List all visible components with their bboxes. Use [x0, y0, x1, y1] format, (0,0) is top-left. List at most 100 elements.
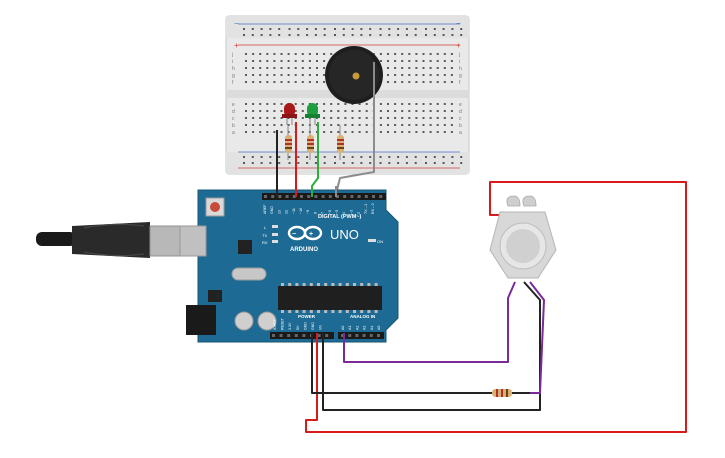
breadboard-hole — [436, 131, 439, 133]
breadboard-hole — [323, 60, 326, 62]
breadboard-hole — [323, 117, 326, 119]
led-red-dome — [284, 103, 295, 117]
breadboard-hole — [450, 53, 453, 55]
breadboard-hole — [252, 81, 255, 83]
crystal — [231, 267, 267, 281]
breadboard-hole — [429, 110, 432, 112]
breadboard-hole — [323, 131, 326, 133]
row-letter: h — [459, 66, 462, 72]
breadboard-hole — [337, 110, 340, 112]
header-pin — [336, 195, 339, 198]
led-green[interactable] — [305, 103, 320, 125]
breadboard-hole — [394, 110, 397, 112]
led-red[interactable] — [282, 103, 297, 125]
gas-sensor[interactable] — [489, 195, 557, 279]
chip-leg — [338, 310, 342, 313]
rail-hole — [243, 162, 245, 164]
digital-pin-label: 2 — [357, 212, 361, 214]
header-pin — [325, 334, 329, 337]
usb-cable[interactable] — [36, 222, 181, 258]
resistor-buzzer[interactable] — [337, 125, 344, 160]
breadboard-hole — [422, 60, 425, 62]
wire-gray-buzzer[interactable] — [335, 62, 375, 195]
breadboard-hole — [422, 81, 425, 83]
breadboard-hole — [379, 117, 382, 119]
breadboard-hole — [330, 110, 333, 112]
breadboard-hole — [408, 110, 411, 112]
breadboard-hole — [401, 67, 404, 69]
wire-red-5v[interactable] — [305, 181, 687, 433]
resistor-sensor[interactable] — [492, 389, 512, 397]
digital-pin-label: ~11 — [292, 208, 296, 214]
breadboard-hole — [273, 81, 276, 83]
breadboard-hole — [408, 117, 411, 119]
breadboard-hole — [443, 60, 446, 62]
header-pin — [321, 195, 325, 198]
breadboard-hole — [266, 60, 269, 62]
resistor-green-led[interactable] — [307, 125, 314, 160]
rail-hole — [243, 28, 245, 30]
breadboard-hole — [266, 67, 269, 69]
rail-hole — [425, 28, 427, 30]
breadboard-hole — [259, 60, 262, 62]
breadboard-hole — [308, 74, 311, 76]
rail-hole — [269, 28, 272, 30]
header-pin — [314, 195, 318, 198]
breadboard-hole — [252, 103, 255, 105]
breadboard-hole — [344, 124, 347, 126]
rail-hole — [314, 156, 317, 158]
power-label: POWER — [298, 314, 316, 319]
breadboard-hole — [429, 60, 432, 62]
header-pin — [350, 195, 354, 198]
rail-hole — [278, 156, 281, 158]
row-letter: g — [459, 73, 462, 79]
breadboard-hole — [351, 124, 354, 126]
piezo-buzzer[interactable] — [325, 46, 383, 104]
header-pin — [317, 334, 321, 337]
row-letter: c — [459, 116, 462, 122]
breadboard-hole — [429, 81, 432, 83]
breadboard-hole — [301, 131, 304, 133]
header-pin — [271, 195, 275, 198]
breadboard-hole — [387, 60, 389, 62]
wire-black-resistor[interactable] — [311, 332, 492, 394]
led-green-dome — [307, 103, 318, 117]
breadboard-hole — [280, 131, 283, 133]
rail-hole — [342, 156, 345, 158]
rail-hole — [297, 156, 300, 158]
wire-purple-a0[interactable] — [343, 281, 516, 363]
chip-leg — [360, 283, 364, 286]
breadboard-hole — [245, 117, 247, 119]
arduino-brand: ARDUINO — [290, 247, 318, 253]
breadboard-hole — [280, 110, 283, 112]
breadboard-hole — [415, 67, 418, 69]
rail-hole — [414, 28, 417, 30]
breadboard-hole — [280, 103, 283, 105]
rail-hole — [297, 34, 300, 36]
analog-pin-label: A0 — [341, 326, 345, 330]
rail-hole — [442, 34, 445, 36]
breadboard-hole — [287, 60, 290, 62]
rail-hole — [460, 162, 463, 164]
wire-purple-sensor[interactable] — [529, 281, 545, 394]
rail-hole — [425, 162, 427, 164]
breadboard-hole — [450, 67, 453, 69]
rail-hole — [288, 34, 291, 36]
breadboard-hole — [387, 124, 389, 126]
rail-hole — [351, 28, 354, 30]
usb-chip — [238, 240, 252, 254]
breadboard-hole — [323, 81, 326, 83]
arduino-uno[interactable]: − + ARDUINO UNO L TX RX ON DIGITAL (PWM~… — [179, 189, 399, 343]
breadboard-hole — [259, 81, 262, 83]
breadboard-hole — [287, 124, 290, 126]
rail-hole — [451, 34, 454, 36]
resistor-red-led[interactable] — [285, 125, 292, 160]
breadboard-hole — [316, 67, 318, 69]
rail-hole — [451, 162, 454, 164]
rail-hole — [297, 28, 300, 30]
row-letter: j — [458, 52, 460, 58]
breadboard-hole — [280, 81, 283, 83]
rail-hole — [334, 34, 336, 36]
breadboard-hole — [301, 60, 304, 62]
wire-black-sensor-gnd[interactable] — [322, 281, 541, 411]
